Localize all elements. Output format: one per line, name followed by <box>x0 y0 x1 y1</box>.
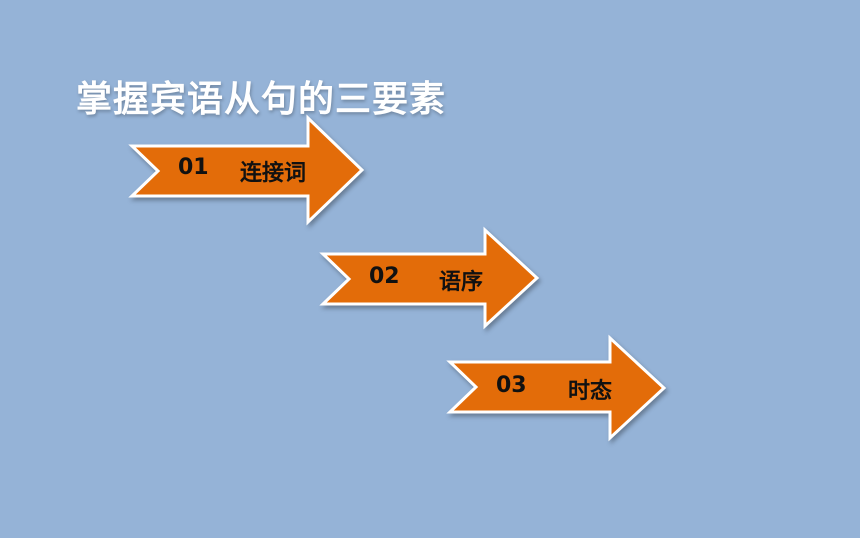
step-arrow-1: 01 连接词 <box>128 114 365 226</box>
arrow-3-shape <box>446 334 667 442</box>
step-number: 01 <box>178 155 209 180</box>
slide-title: 掌握宾语从句的三要素 <box>76 79 447 120</box>
step-number: 03 <box>496 373 527 398</box>
step-number: 02 <box>369 264 400 289</box>
arrow-2-shape <box>319 226 540 330</box>
step-label: 语序 <box>439 270 484 295</box>
step-label: 时态 <box>568 379 613 404</box>
step-label: 连接词 <box>240 161 307 186</box>
step-arrow-2: 02 语序 <box>319 226 555 336</box>
arrow-1-shape <box>128 114 365 226</box>
step-arrow-3: 03 时态 <box>446 334 682 444</box>
